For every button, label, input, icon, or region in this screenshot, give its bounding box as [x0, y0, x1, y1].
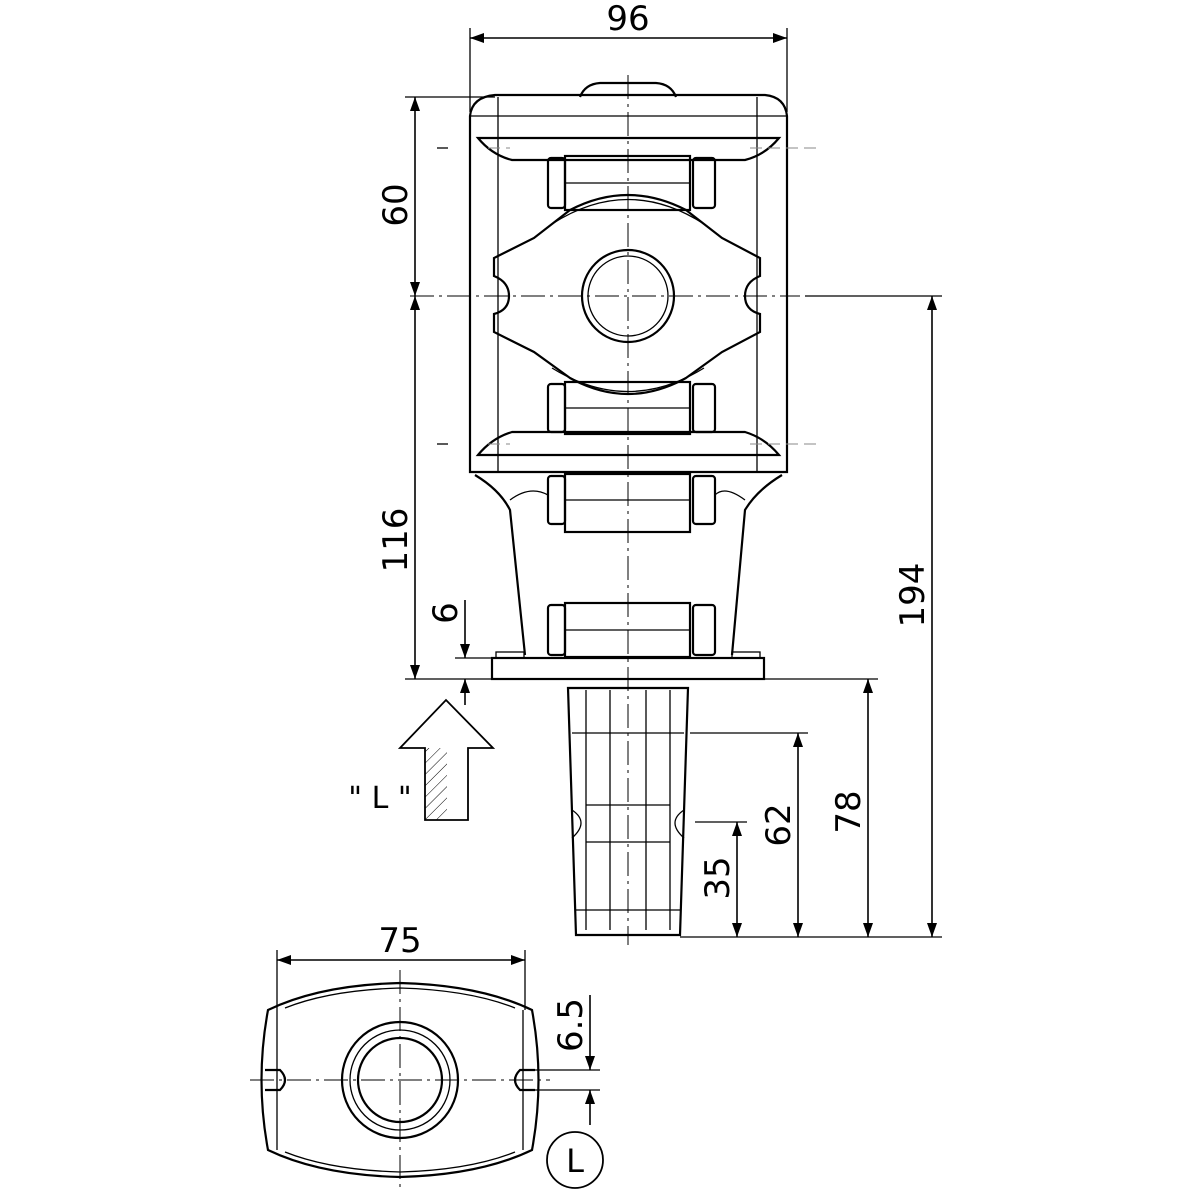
dimension-35-label: 35: [698, 856, 738, 899]
gearbox-front-view: [410, 75, 820, 945]
dimension-62-label: 62: [759, 803, 799, 846]
dimension-96-label: 96: [606, 0, 649, 39]
dimension-96: 96: [469, 0, 788, 112]
dimension-75: 75: [276, 921, 526, 1010]
dimension-78: 78: [764, 678, 878, 937]
dimension-75-label: 75: [378, 921, 421, 961]
dimension-6: 6: [426, 600, 492, 705]
upper-bolt: [546, 154, 717, 212]
dimension-194: 194: [680, 295, 942, 938]
dimension-62: 62: [690, 732, 808, 937]
dimension-116: 116: [376, 296, 492, 680]
view-arrow-label: " L ": [348, 781, 411, 816]
dimension-6-label: 6: [426, 602, 466, 624]
dimension-35: 35: [695, 821, 747, 937]
dimension-116-label: 116: [376, 508, 416, 573]
view-label-circle: L: [546, 1131, 604, 1189]
flange-bottom-view: [250, 970, 550, 1190]
view-label: L: [566, 1142, 584, 1180]
spline-shaft: [566, 686, 690, 937]
dimension-60: 60: [376, 96, 495, 296]
lower-bolt: [546, 472, 717, 534]
dimension-194-label: 194: [893, 563, 933, 628]
dimension-6-5: 6.5: [535, 995, 600, 1125]
dimension-6-5-label: 6.5: [551, 998, 591, 1052]
dimension-78-label: 78: [829, 790, 869, 833]
bottom-bolt: [546, 601, 717, 659]
dimension-60-label: 60: [376, 183, 416, 226]
view-direction-arrow: " L ": [348, 698, 496, 821]
middle-bolt: [546, 380, 717, 436]
